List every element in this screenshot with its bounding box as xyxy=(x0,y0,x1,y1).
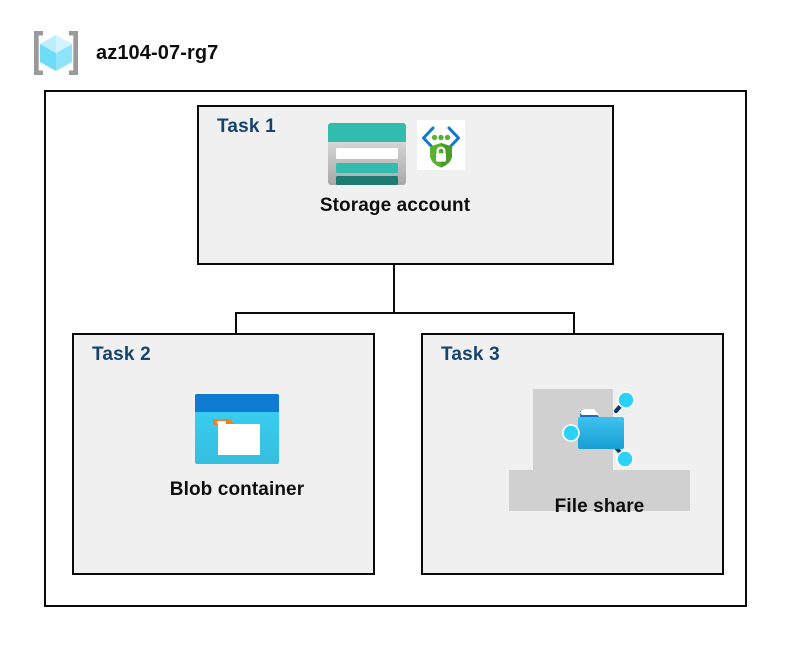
resource-group-cube-icon xyxy=(30,28,82,78)
blob-container-caption: Blob container xyxy=(169,479,305,500)
file-share-icon xyxy=(560,389,640,473)
file-share-label-backdrop xyxy=(509,470,690,511)
storage-account-icon-row xyxy=(326,120,465,188)
task-2-label: Task 2 xyxy=(92,344,151,365)
connector-task1-trunk xyxy=(393,265,395,313)
resource-group-name: az104-07-rg7 xyxy=(96,41,219,64)
storage-account-node: Storage account xyxy=(285,120,505,217)
storage-account-icon xyxy=(326,120,408,188)
blob-container-icon xyxy=(194,393,280,465)
blob-container-node: Blob container xyxy=(147,393,327,501)
file-share-icon-row xyxy=(560,389,640,473)
task-3-label: Task 3 xyxy=(441,344,500,365)
file-share-caption: File share xyxy=(554,496,645,517)
blob-container-icon-row xyxy=(194,393,280,465)
resource-group-header: az104-07-rg7 xyxy=(30,28,218,78)
storage-account-caption: Storage account xyxy=(319,195,471,216)
file-share-node: File share xyxy=(509,389,690,527)
task-1-label: Task 1 xyxy=(217,116,276,137)
secure-private-endpoint-icon xyxy=(416,120,465,170)
connector-horizontal-bus xyxy=(235,312,575,314)
